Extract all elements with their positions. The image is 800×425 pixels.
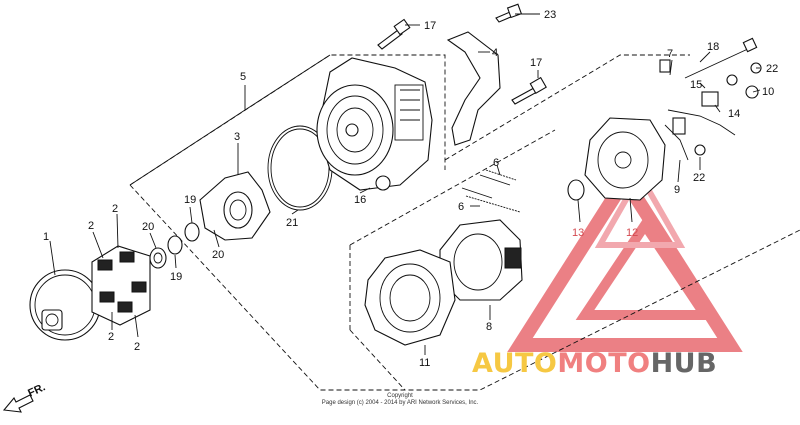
part-hardware — [659, 37, 762, 161]
callout-15: 15 — [690, 79, 702, 91]
callouts: 1 2 2 2 2 3 4 5 6 6 7 8 9 10 11 12 13 14… — [43, 9, 778, 369]
copyright-line-1: Copyright — [387, 393, 413, 399]
watermark-moto: MOTO — [557, 348, 650, 379]
callout-2: 2 — [88, 220, 94, 232]
callout-21: 21 — [286, 217, 298, 229]
callout-4: 4 — [492, 47, 498, 59]
front-direction-label: FR. — [26, 381, 47, 399]
part-damper-rubber — [91, 245, 151, 326]
part-bracket — [446, 31, 501, 146]
callout-2: 2 — [134, 341, 140, 353]
part-stator — [364, 249, 456, 346]
callout-2: 2 — [112, 203, 118, 215]
callout-12: 12 — [626, 227, 638, 239]
callout-5: 5 — [240, 71, 246, 83]
callout-16: 16 — [354, 194, 366, 206]
callout-8: 8 — [486, 321, 492, 333]
front-direction-indicator: FR. — [2, 381, 47, 413]
callout-20: 20 — [142, 221, 154, 233]
leader-lines — [49, 13, 761, 355]
watermark-text: AUTOMOTOHUB — [472, 348, 717, 379]
callout-19: 19 — [184, 194, 196, 206]
callout-18: 18 — [707, 41, 719, 53]
part-pulley — [29, 269, 101, 341]
callout-19: 19 — [170, 271, 182, 283]
part-flange — [199, 171, 271, 241]
callout-7: 7 — [667, 48, 673, 60]
part-brushes — [461, 169, 521, 213]
part-bearing — [567, 179, 585, 201]
part-bolts — [377, 3, 547, 105]
group-frame — [129, 54, 800, 391]
callout-2: 2 — [108, 331, 114, 343]
callout-22: 22 — [766, 63, 778, 75]
part-alternator-body — [316, 57, 433, 191]
callout-11: 11 — [419, 357, 430, 369]
callout-3: 3 — [234, 131, 240, 143]
copyright-line-2: Page design (c) 2004 - 2014 by ARI Netwo… — [322, 400, 479, 406]
callout-1: 1 — [43, 231, 49, 243]
callout-17: 17 — [530, 57, 542, 69]
automotohub-logo — [507, 166, 743, 352]
callout-13: 13 — [572, 227, 584, 239]
watermark-auto: AUTO — [472, 348, 557, 379]
callout-6: 6 — [493, 157, 499, 169]
callout-17: 17 — [424, 20, 436, 32]
callout-9: 9 — [674, 184, 680, 196]
callout-23: 23 — [544, 9, 556, 21]
callout-14: 14 — [728, 108, 740, 120]
callout-20: 20 — [212, 249, 224, 261]
part-rear-cover — [584, 117, 666, 201]
callout-10: 10 — [762, 86, 774, 98]
callout-22: 22 — [693, 172, 705, 184]
callout-6: 6 — [458, 201, 464, 213]
watermark-hub: HUB — [651, 348, 718, 379]
